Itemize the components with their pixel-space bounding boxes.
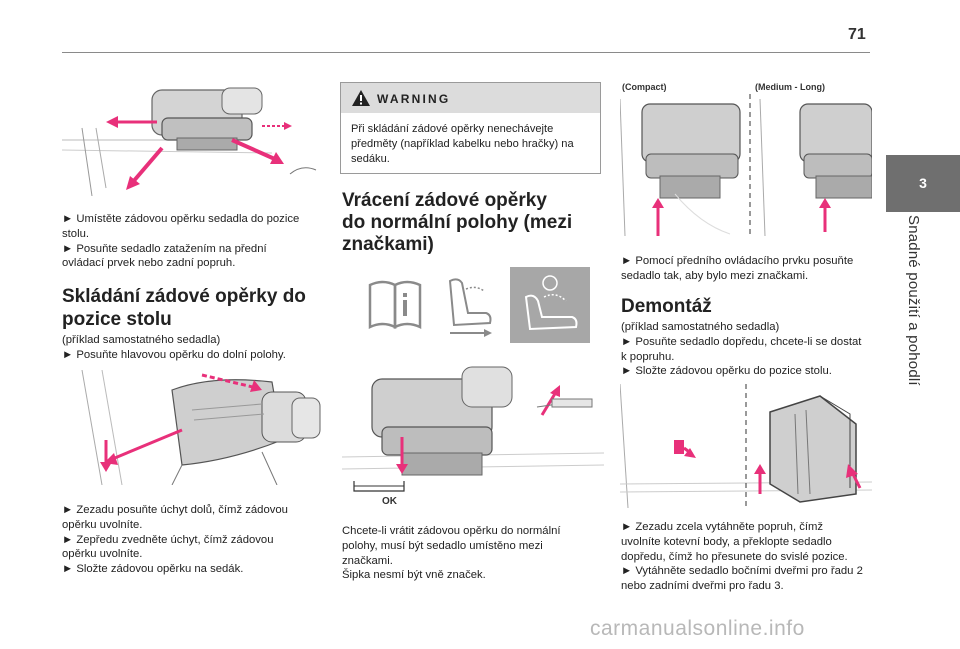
- col3-instructions-1: ► Pomocí předního ovládacího prvku posuň…: [621, 254, 879, 284]
- seat-removal-illustration: [620, 384, 872, 508]
- chapter-tab[interactable]: 3: [886, 155, 960, 212]
- reference-icons: [358, 267, 590, 343]
- text-line: stolu.: [62, 227, 90, 240]
- text-line: opěrku uvolníte.: [62, 518, 143, 531]
- backrest-return-illustration: [342, 357, 604, 512]
- text-line: ► Zezadu posuňte úchyt dolů, čímž zádovo…: [62, 504, 288, 516]
- heading-line: pozice stolu: [62, 309, 172, 330]
- text-line: sedáku.: [351, 153, 390, 165]
- text-line: ► Zezadu zcela vytáhněte popruh, čímž: [621, 521, 824, 533]
- page-number: 71: [848, 26, 866, 43]
- seat-slide-illustration: [62, 78, 324, 196]
- text-line: ► Složte zádovou opěrku na sedák.: [62, 563, 244, 576]
- headrest-lower-illustration: [62, 370, 324, 485]
- text-line: předměty (například kabelku nebo hračky)…: [351, 138, 574, 150]
- text-line: k popruhu.: [621, 350, 675, 363]
- header-rule: [62, 52, 870, 53]
- heading-line: značkami): [342, 234, 434, 255]
- caption-medium-long: (Medium - Long): [755, 82, 825, 92]
- text-line: Šipka nesmí být vně značek.: [342, 569, 486, 582]
- text-line: sedadlo tak, aby bylo mezi značkami.: [621, 269, 809, 282]
- warning-box: WARNING Při skládání zádové opěrky nenec…: [340, 82, 601, 174]
- text-line: Při skládání zádové opěrky nenechávejte: [351, 123, 554, 135]
- seat-position-marks-illustration: [620, 94, 872, 236]
- text-line: ► Umístěte zádovou opěrku sedadla do poz…: [62, 213, 300, 225]
- text-line: opěrku uvolníte.: [62, 548, 143, 561]
- heading-return-backrest: Vrácení zádové opěrky do normální polohy…: [342, 190, 604, 256]
- text-line: značkami.: [342, 554, 393, 567]
- text-line: ovládací prvek nebo zadní popruh.: [62, 257, 236, 270]
- text-line: dopředu, čímž ho přesunete do svislé poz…: [621, 550, 848, 563]
- text-line: Chcete-li vrátit zádovou opěrku do normá…: [342, 525, 561, 537]
- chapter-label: Snadné použití a pohodlí: [905, 215, 922, 386]
- heading-removal: Demontáž: [621, 296, 712, 317]
- text-line: ► Pomocí předního ovládacího prvku posuň…: [621, 255, 854, 267]
- col1-instructions-2: (příklad samostatného sedadla) ► Posuňte…: [62, 333, 324, 363]
- col3-instructions-2: (příklad samostatného sedadla) ► Posuňte…: [621, 320, 879, 379]
- text-line: (příklad samostatného sedadla): [621, 321, 780, 333]
- warning-title: WARNING: [377, 92, 451, 106]
- ok-marker-label: OK: [382, 496, 397, 507]
- text-line: ► Vytáhněte sedadlo bočními dveřmi pro ř…: [621, 565, 863, 578]
- text-line: ► Posuňte sedadlo dopředu, chcete-li se …: [621, 335, 862, 348]
- text-line: uvolníte kotevní body, a překlopte sedad…: [621, 535, 832, 548]
- text-line: polohy, musí být sedadlo umístěno mezi: [342, 539, 543, 552]
- text-line: ► Posuňte sedadlo zatažením na přední: [62, 242, 267, 255]
- warning-header: WARNING: [341, 83, 600, 113]
- warning-text: Při skládání zádové opěrky nenechávejte …: [351, 122, 596, 167]
- col1-instructions-1: ► Umístěte zádovou opěrku sedadla do poz…: [62, 212, 324, 271]
- heading-fold-to-table: Skládání zádové opěrky do pozice stolu: [62, 285, 332, 331]
- col2-instructions: Chcete-li vrátit zádovou opěrku do normá…: [342, 524, 604, 583]
- warning-triangle-icon: [351, 89, 371, 112]
- watermark: carmanualsonline.info: [590, 617, 805, 640]
- text-line: ► Posuňte hlavovou opěrku do dolní poloh…: [62, 348, 286, 361]
- text-line: ► Složte zádovou opěrku do pozice stolu.: [621, 365, 832, 378]
- heading-line: Vrácení zádové opěrky: [342, 190, 547, 211]
- text-line: ► Zepředu zvedněte úchyt, čímž zádovou: [62, 533, 274, 546]
- heading-line: do normální polohy (mezi: [342, 212, 573, 233]
- col3-instructions-3: ► Zezadu zcela vytáhněte popruh, čímž uv…: [621, 520, 879, 594]
- col1-instructions-3: ► Zezadu posuňte úchyt dolů, čímž zádovo…: [62, 503, 324, 577]
- text-line: (příklad samostatného sedadla): [62, 334, 221, 346]
- heading-line: Skládání zádové opěrky do: [62, 286, 306, 307]
- text-line: nebo zadními dveřmi pro řadu 3.: [621, 580, 784, 593]
- caption-compact: (Compact): [622, 82, 667, 92]
